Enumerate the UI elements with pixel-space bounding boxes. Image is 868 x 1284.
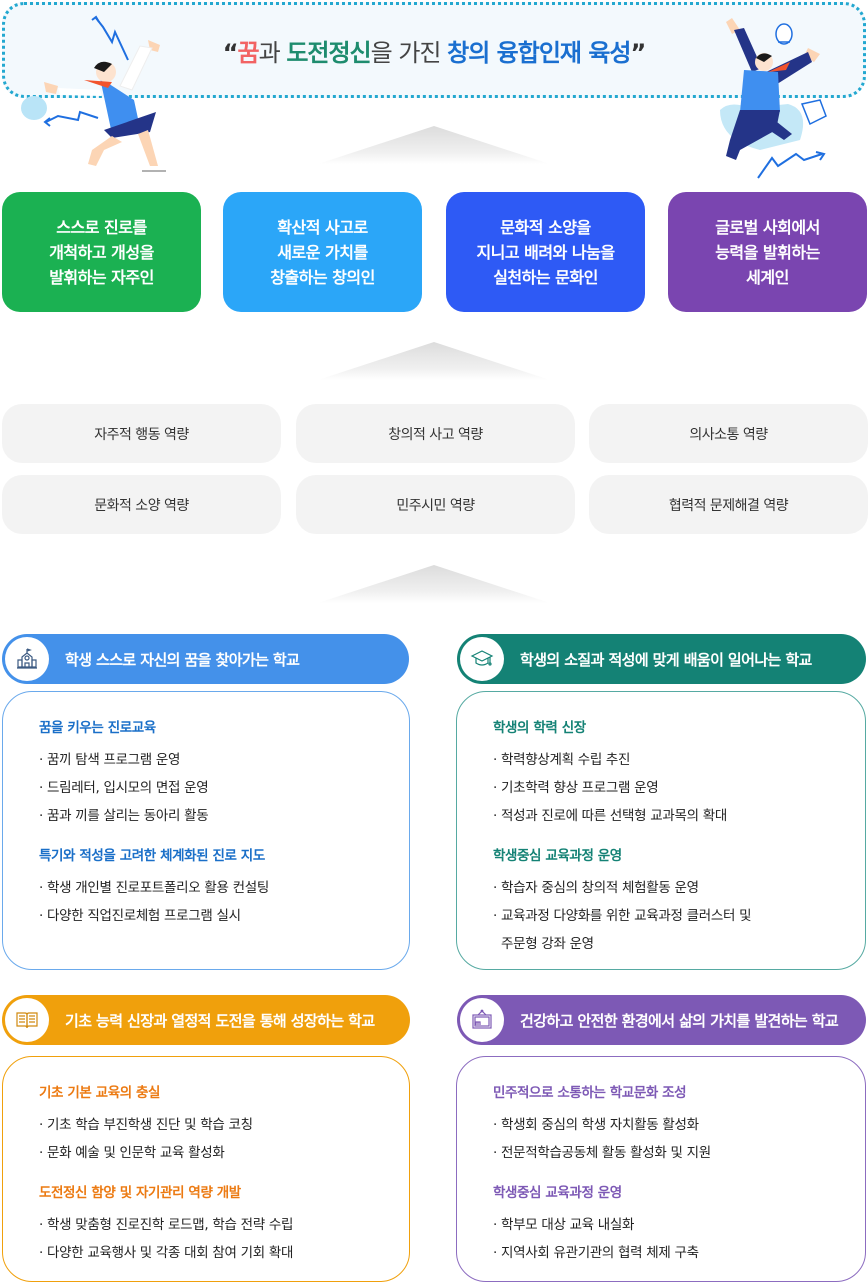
title-dream: 꿈 [237, 39, 260, 67]
competency-label: 민주시민 역량 [396, 497, 475, 514]
school-building-icon [5, 637, 49, 681]
list-item: · 학생 맞춤형 진로진학 로드맵, 학습 전략 수립 [39, 1217, 294, 1233]
group-title: 민주적으로 소통하는 학교문화 조성 [493, 1085, 687, 1101]
group-title: 기초 기본 교육의 충실 [39, 1085, 161, 1101]
section-title: 학생의 소질과 적성에 맞게 배움이 일어나는 학교 [520, 650, 812, 669]
list-item: · 다양한 직업진로체험 프로그램 실시 [39, 908, 241, 924]
competency-creative-thinking: 창의적 사고 역량 [296, 404, 575, 463]
value-card-label: 문화적 소양을 지니고 배려와 나눔을 실천하는 문화인 [476, 217, 615, 287]
value-card-label: 확산적 사고로 새로운 가치를 창출하는 창의인 [270, 217, 375, 287]
group-title: 학생중심 교육과정 운영 [493, 848, 622, 864]
value-cards: 스스로 진로를 개척하고 개성을 발휘하는 자주인 확산적 사고로 새로운 가치… [2, 192, 868, 312]
list-item: · 학생회 중심의 학생 자치활동 활성화 [493, 1117, 699, 1133]
competency-self-directed: 자주적 행동 역량 [2, 404, 281, 463]
group-title: 도전정신 함양 및 자기관리 역량 개발 [39, 1185, 241, 1201]
student-boy-illustration [720, 18, 827, 179]
title-challenge: 도전정신 [286, 39, 371, 67]
group-title: 특기와 적성을 고려한 체계화된 진로 지도 [39, 848, 265, 864]
section-group: 학생중심 교육과정 운영 · 학습자 중심의 창의적 체험활동 운영 · 교육과… [493, 844, 865, 958]
graduation-cap-icon [460, 637, 504, 681]
list-item: · 학력향상계획 수립 추진 [493, 752, 631, 768]
list-item: · 꿈끼 탐색 프로그램 운영 [39, 752, 181, 768]
competency-cultural: 문화적 소양 역량 [2, 475, 281, 534]
section-group: 민주적으로 소통하는 학교문화 조성 · 학생회 중심의 학생 자치활동 활성화… [493, 1081, 865, 1167]
value-card-label: 스스로 진로를 개척하고 개성을 발휘하는 자주인 [49, 217, 154, 287]
value-card-independent: 스스로 진로를 개척하고 개성을 발휘하는 자주인 [2, 192, 201, 312]
value-card-global: 글로벌 사회에서 능력을 발휘하는 세계인 [668, 192, 867, 312]
list-item: · 적성과 진로에 따른 선택형 교과목의 확대 [493, 808, 727, 824]
list-item: · 학부모 대상 교육 내실화 [493, 1217, 635, 1233]
group-title: 학생중심 교육과정 운영 [493, 1185, 622, 1201]
section-title: 건강하고 안전한 환경에서 삶의 가치를 발견하는 학교 [520, 1011, 839, 1030]
list-item: · 기초학력 향상 프로그램 운영 [493, 780, 659, 796]
section-header-growth-school: 기초 능력 신장과 열정적 도전을 통해 성장하는 학교 [2, 995, 410, 1045]
section-group: 꿈을 키우는 진로교육 · 꿈끼 탐색 프로그램 운영 · 드림레터, 입시모의… [39, 716, 409, 830]
competency-collaborative-problem-solving: 협력적 문제해결 역량 [589, 475, 868, 534]
value-card-cultural: 문화적 소양을 지니고 배려와 나눔을 실천하는 문화인 [446, 192, 645, 312]
group-title: 꿈을 키우는 진로교육 [39, 720, 156, 736]
section-group: 기초 기본 교육의 충실 · 기초 학습 부진학생 진단 및 학습 코칭 · 문… [39, 1081, 409, 1167]
hierarchy-arrow-2 [318, 342, 550, 380]
list-item: · 교육과정 다양화를 위한 교육과정 클러스터 및 [493, 908, 752, 924]
section-title: 학생 스스로 자신의 꿈을 찾아가는 학교 [65, 650, 300, 669]
section-body-dream-school: 꿈을 키우는 진로교육 · 꿈끼 탐색 프로그램 운영 · 드림레터, 입시모의… [2, 691, 410, 970]
section-body-values-school: 민주적으로 소통하는 학교문화 조성 · 학생회 중심의 학생 자치활동 활성화… [456, 1056, 866, 1282]
section-body-aptitude-school: 학생의 학력 신장 · 학력향상계획 수립 추진 · 기초학력 향상 프로그램 … [456, 691, 866, 970]
student-girl-illustration [21, 15, 166, 172]
title-middle: 을 가진 [370, 39, 448, 67]
list-item: 주문형 강좌 운영 [493, 936, 594, 952]
picture-frame-icon [460, 998, 504, 1042]
competency-label: 창의적 사고 역량 [388, 426, 483, 443]
competency-democratic-citizen: 민주시민 역량 [296, 475, 575, 534]
list-item: · 기초 학습 부진학생 진단 및 학습 코칭 [39, 1117, 253, 1133]
list-item: · 지역사회 유관기관의 협력 체제 구축 [493, 1245, 699, 1261]
competency-label: 자주적 행동 역량 [94, 426, 189, 443]
section-group: 학생의 학력 신장 · 학력향상계획 수립 추진 · 기초학력 향상 프로그램 … [493, 716, 865, 830]
list-item: · 학생 개인별 진로포트폴리오 활용 컨설팅 [39, 880, 269, 896]
section-header-aptitude-school: 학생의 소질과 적성에 맞게 배움이 일어나는 학교 [457, 634, 866, 684]
section-body-growth-school: 기초 기본 교육의 충실 · 기초 학습 부진학생 진단 및 학습 코칭 · 문… [2, 1056, 410, 1282]
competency-label: 문화적 소양 역량 [94, 497, 189, 514]
open-book-icon [5, 998, 49, 1042]
hierarchy-arrow-1 [318, 126, 550, 164]
quote-open: “ [222, 39, 239, 67]
title-conj: 과 [258, 39, 287, 67]
section-header-dream-school: 학생 스스로 자신의 꿈을 찾아가는 학교 [2, 634, 409, 684]
list-item: · 문화 예술 및 인문학 교육 활성화 [39, 1145, 225, 1161]
competency-label: 의사소통 역량 [689, 426, 768, 443]
section-title: 기초 능력 신장과 열정적 도전을 통해 성장하는 학교 [65, 1011, 375, 1030]
list-item: · 학습자 중심의 창의적 체험활동 운영 [493, 880, 699, 896]
list-item: · 전문적학습공동체 활동 활성화 및 지원 [493, 1145, 711, 1161]
list-item: · 꿈과 끼를 살리는 동아리 활동 [39, 808, 209, 824]
group-title: 학생의 학력 신장 [493, 720, 586, 736]
quote-close: ” [630, 39, 647, 67]
value-card-creative: 확산적 사고로 새로운 가치를 창출하는 창의인 [223, 192, 422, 312]
competency-label: 협력적 문제해결 역량 [668, 497, 789, 514]
list-item: · 다양한 교육행사 및 각종 대회 참여 기회 확대 [39, 1245, 294, 1261]
hierarchy-arrow-3 [318, 565, 550, 603]
section-header-values-school: 건강하고 안전한 환경에서 삶의 가치를 발견하는 학교 [457, 995, 866, 1045]
section-group: 학생중심 교육과정 운영 · 학부모 대상 교육 내실화 · 지역사회 유관기관… [493, 1181, 865, 1267]
list-item: · 드림레터, 입시모의 면접 운영 [39, 780, 209, 796]
section-group: 도전정신 함양 및 자기관리 역량 개발 · 학생 맞춤형 진로진학 로드맵, … [39, 1181, 409, 1267]
section-group: 특기와 적성을 고려한 체계화된 진로 지도 · 학생 개인별 진로포트폴리오 … [39, 844, 409, 930]
value-card-label: 글로벌 사회에서 능력을 발휘하는 세계인 [715, 217, 820, 287]
title-goal: 창의 융합인재 육성 [447, 39, 631, 67]
vision-title: “꿈과 도전정신을 가진 창의 융합인재 육성” [5, 33, 863, 68]
competency-communication: 의사소통 역량 [589, 404, 868, 463]
